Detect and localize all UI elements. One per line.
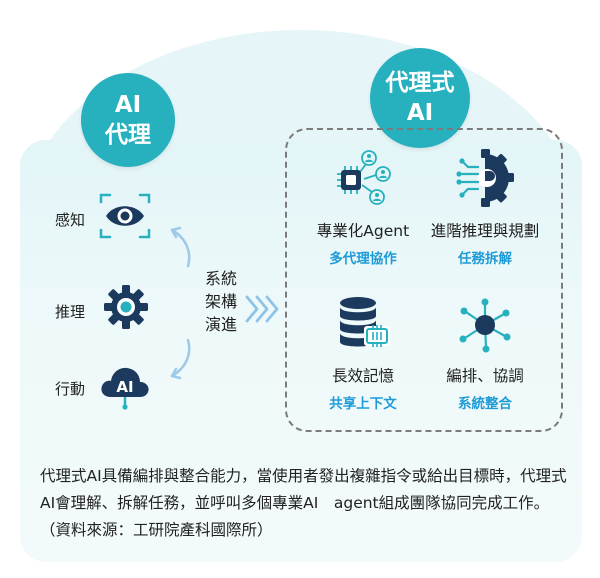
- capability-title: 專業化Agent: [316, 222, 410, 240]
- network-hub-icon: [459, 298, 511, 353]
- curved-arrows: [170, 226, 191, 380]
- eye-icon: [99, 193, 151, 239]
- evolution-line1: 系統: [204, 269, 237, 288]
- evolution-line2: 架構: [204, 292, 237, 311]
- circuit-gear-icon: [456, 149, 514, 207]
- multi-agent-chip-icon: [337, 150, 391, 205]
- capability-subtitle: 系統整合: [458, 396, 512, 412]
- left-item-label-reasoning: 推理: [55, 303, 86, 321]
- ai-cloud-icon: AI: [101, 367, 149, 410]
- ai-agent-circle-line2: 代理: [105, 122, 151, 148]
- agentic-ai-circle: 代理式 AI: [370, 48, 470, 148]
- left-item-label-perception: 感知: [55, 211, 86, 229]
- evolution-line3: 演進: [204, 315, 237, 334]
- capability-subtitle: 共享上下文: [329, 396, 397, 412]
- svg-text:AI: AI: [116, 378, 133, 396]
- capability-cell-long-term-memory: 長效記憶 共享上下文: [296, 294, 430, 412]
- capability-cell-specialized-agent: 專業化Agent 多代理協作: [296, 145, 430, 267]
- system-evolution-label: 系統 架構 演進: [199, 267, 243, 336]
- ai-agent-circle-line1: AI: [114, 92, 142, 118]
- capability-subtitle: 任務拆解: [458, 251, 512, 267]
- database-icon: [340, 297, 390, 347]
- gear-icon: [104, 285, 148, 329]
- left-item-label-action: 行動: [55, 380, 86, 398]
- capability-subtitle: 多代理協作: [329, 251, 397, 267]
- agentic-ai-circle-line1: 代理式: [385, 70, 455, 96]
- ai-agent-circle: AI 代理: [81, 73, 175, 167]
- capability-title: 編排、協調: [446, 367, 524, 385]
- capability-cell-orchestration: 編排、協調 系統整合: [418, 294, 552, 412]
- capability-title: 長效記憶: [331, 367, 394, 385]
- agentic-ai-circle-line2: AI: [406, 100, 434, 126]
- capability-cell-advanced-reasoning: 進階推理與規劃 任務拆解: [418, 145, 552, 267]
- agentic-capabilities-box: [285, 128, 563, 432]
- caption-text: 代理式AI具備編排與整合能力，當使用者發出複雜指令或給出目標時，代理式AI會理解…: [40, 467, 567, 539]
- chevrons-right-icon: [245, 295, 279, 323]
- capability-title: 進階推理與規劃: [430, 222, 540, 240]
